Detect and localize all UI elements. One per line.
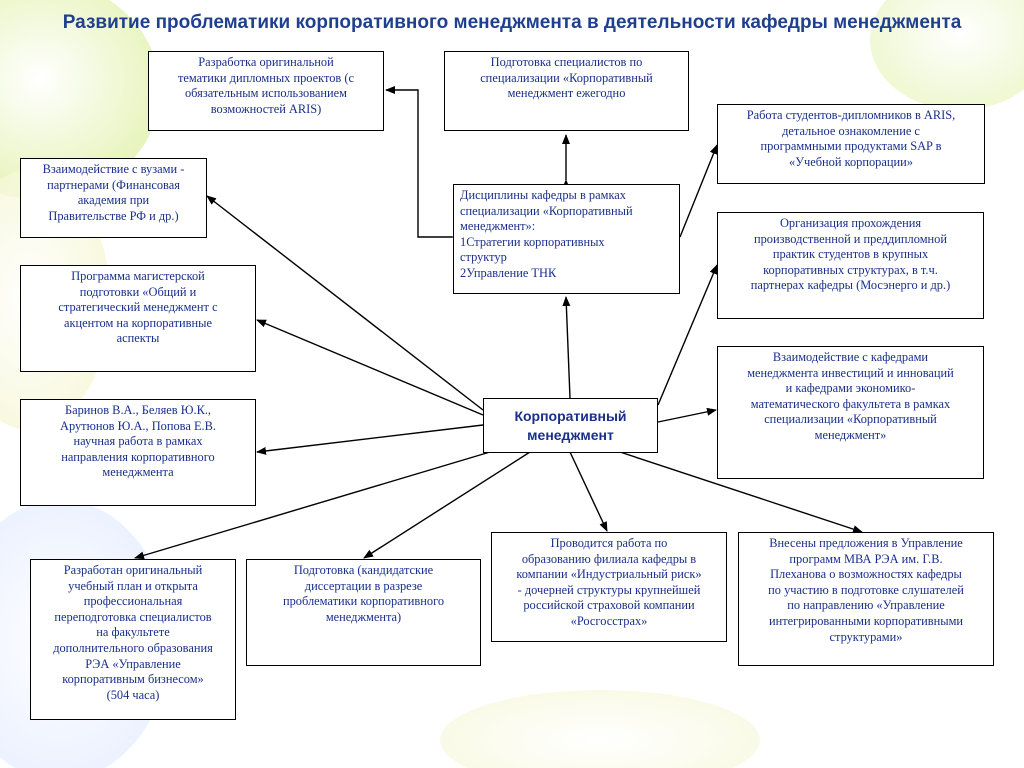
box-disciplines: Дисциплины кафедры в рамках специализаци… <box>453 184 680 294</box>
box-research: Баринов В.А., Беляев Ю.К., Арутюнов Ю.А.… <box>20 399 256 506</box>
arrow-center-branch <box>569 451 608 532</box>
box-aris-students-text: Работа студентов-дипломников в ARIS, дет… <box>746 108 956 169</box>
page-title: Развитие проблематики корпоративного мен… <box>62 12 962 33</box>
balloon-right-top <box>870 0 1024 110</box>
arrow-center-disciplines <box>562 296 571 399</box>
box-disciplines-text: Дисциплины кафедры в рамках специализаци… <box>460 188 633 280</box>
box-mba-text: Внесены предложения в Управление програм… <box>768 536 964 644</box>
arrow-center-dissertations <box>363 451 531 559</box>
box-research-text: Баринов В.А., Беляев Ю.К., Арутюнов Ю.А.… <box>60 403 216 480</box>
box-specialists-training: Подготовка специалистов по специализации… <box>444 51 689 131</box>
box-departments-text: Взаимодействие с кафедрами менеджмента и… <box>747 350 954 442</box>
box-diploma-topics: Разработка оригинальной тематики дипломн… <box>148 51 384 131</box>
arrow-center-research <box>256 424 484 455</box>
box-specialists-training-text: Подготовка специалистов по специализации… <box>480 55 653 101</box>
arrow-center-practice <box>657 264 718 406</box>
box-dissertations: Подготовка (кандидатские диссертации в р… <box>246 559 481 666</box>
box-branch-text: Проводится работа по образованию филиала… <box>516 536 702 628</box>
arrow-center-mba <box>619 451 863 533</box>
box-curriculum-text: Разработан оригинальный учебный план и о… <box>53 563 213 702</box>
box-diploma-topics-text: Разработка оригинальной тематики дипломн… <box>178 55 354 116</box>
box-masters: Программа магистерской подготовки «Общий… <box>20 265 256 372</box>
box-branch: Проводится работа по образованию филиала… <box>491 532 727 642</box>
box-mba: Внесены предложения в Управление програм… <box>738 532 994 666</box>
box-masters-text: Программа магистерской подготовки «Общий… <box>58 269 218 346</box>
balloon-bottom-center <box>440 690 760 768</box>
box-universities: Взаимодействие с вузами - партнерами (Фи… <box>20 158 207 238</box>
box-center-corporate-management: Корпоративный менеджмент <box>483 398 658 453</box>
arrow-center-departments <box>657 407 717 423</box>
arrow-center-curriculum <box>134 451 491 560</box>
arrow-center-universities <box>206 195 484 411</box>
arrow-disciplines-diploma <box>385 86 461 241</box>
box-universities-text: Взаимодействие с вузами - партнерами (Фи… <box>42 162 185 223</box>
box-curriculum: Разработан оригинальный учебный план и о… <box>30 559 236 720</box>
balloon-left-top <box>0 0 160 200</box>
box-practice: Организация прохождения производственной… <box>717 212 984 319</box>
box-practice-text: Организация прохождения производственной… <box>750 216 951 293</box>
center-label: Корпоративный менеджмент <box>514 407 627 443</box>
box-aris-students: Работа студентов-дипломников в ARIS, дет… <box>717 104 985 184</box>
box-departments: Взаимодействие с кафедрами менеджмента и… <box>717 346 984 479</box>
arrow-center-masters <box>256 319 484 416</box>
arrow-disciplines-aris <box>679 144 718 238</box>
box-dissertations-text: Подготовка (кандидатские диссертации в р… <box>282 563 445 624</box>
